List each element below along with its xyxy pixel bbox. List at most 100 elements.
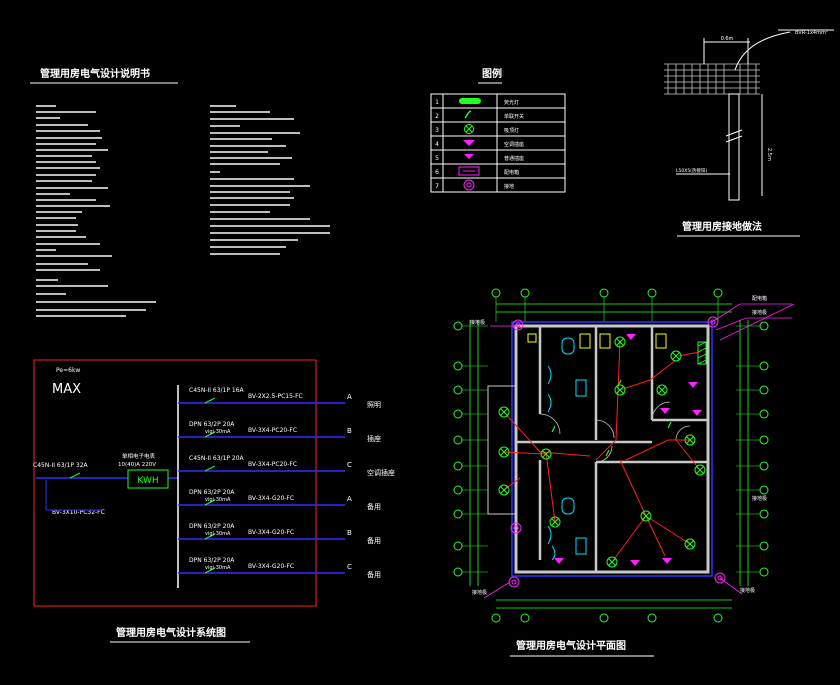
plan-title: 管理用房电气设计平面图 xyxy=(516,639,626,652)
sanitary-fixtures xyxy=(547,337,587,561)
notes-text-block xyxy=(36,105,330,317)
ground-ring xyxy=(511,321,713,577)
branch-use: 空调插座 xyxy=(367,468,395,477)
axis-bubble xyxy=(491,613,501,623)
note-line xyxy=(36,180,92,182)
system-frame xyxy=(33,359,317,607)
branch-rcd: vigi-30mA xyxy=(205,565,231,571)
breaker-contact xyxy=(204,533,216,540)
lamp-cross xyxy=(696,466,704,474)
axis-bubble xyxy=(453,361,463,371)
branch-use: 备用 xyxy=(367,502,381,511)
note-line xyxy=(210,191,290,193)
note-line xyxy=(210,163,280,165)
note-line xyxy=(36,279,58,281)
note-line xyxy=(36,143,96,145)
note-line xyxy=(210,246,286,248)
branch-cable: BV-3X4-G20-FC xyxy=(248,495,294,502)
note-line xyxy=(210,138,272,140)
ceiling-lamp-icon xyxy=(549,516,561,528)
axis-bubble xyxy=(453,385,463,395)
axis-bubble xyxy=(759,509,769,519)
ground-point-icon xyxy=(512,319,524,331)
lamp-cross xyxy=(500,408,508,416)
note-line xyxy=(210,225,330,227)
lamp-cross xyxy=(672,352,680,360)
design-notes: 管理用房电气设计说明书 xyxy=(30,67,330,317)
grounding-detail: 0.6m BVR-1x4mm² 2.5m L50X5(热镀锌) 管理用房接地做法 xyxy=(664,29,834,237)
axis-bubble xyxy=(491,288,501,298)
axis-bubble xyxy=(759,361,769,371)
legend-row-number: 3 xyxy=(435,127,439,134)
axis-bubble xyxy=(759,385,769,395)
note-line xyxy=(36,105,56,107)
note-line xyxy=(36,187,108,189)
branch-use: 备用 xyxy=(367,570,381,579)
breaker-contact xyxy=(204,499,216,506)
ceiling-lamp-icon xyxy=(606,556,618,568)
axis-bubble xyxy=(759,567,769,577)
note-line xyxy=(36,301,156,303)
note-line xyxy=(36,230,76,232)
note-line xyxy=(210,171,220,173)
ground-point-icon xyxy=(508,576,520,588)
note-line xyxy=(36,269,100,271)
ceiling-lamp-icon xyxy=(670,350,682,362)
axis-bubble xyxy=(453,321,463,331)
branch-breaker: C45N-II 63/1P 20A xyxy=(189,455,245,462)
note-line xyxy=(210,132,300,134)
meter-note-1: 单相电子电表 xyxy=(122,452,156,460)
lamp-cross xyxy=(686,436,694,444)
legend-row-text: 接地 xyxy=(504,183,514,190)
note-line xyxy=(210,239,298,241)
note-line xyxy=(36,243,100,245)
axis-bubble xyxy=(453,409,463,419)
plan-callout: 配电箱 xyxy=(752,295,767,302)
branch-cable: BV-3X4-G20-FC xyxy=(248,529,294,536)
fluorescent-lamp-icon xyxy=(459,98,481,104)
ground-point-core xyxy=(710,319,716,325)
ground-point-icon xyxy=(510,522,522,534)
note-line xyxy=(210,218,310,220)
note-line xyxy=(36,309,146,311)
ground-electrode xyxy=(728,93,740,201)
note-line xyxy=(36,217,76,219)
branch-breaker: C45N-II 63/1P 16A xyxy=(189,387,245,394)
dim-side-label: 2.5m xyxy=(766,148,772,161)
ceiling-lamps xyxy=(498,336,706,568)
axis-bubble xyxy=(759,409,769,419)
switches xyxy=(551,379,672,457)
lamp-cross xyxy=(658,386,666,394)
note-line xyxy=(210,111,270,113)
note-line xyxy=(210,157,292,159)
plan-callout: 接地极 xyxy=(472,589,487,596)
ceiling-lamp-icon xyxy=(684,538,696,550)
branch-breaker: DPN 63/2P 20A xyxy=(189,557,235,564)
lamp-cross xyxy=(616,338,624,346)
legend-row-number: 5 xyxy=(435,155,439,162)
axis-bubble xyxy=(599,613,609,623)
switch-icon xyxy=(464,110,472,119)
ceiling-lamp-icon xyxy=(498,446,510,458)
breaker-contact xyxy=(204,465,216,472)
branch-use: 插座 xyxy=(367,434,381,443)
branch-phase: C xyxy=(347,563,352,571)
kwh-meter xyxy=(127,469,169,489)
legend-title: 图例 xyxy=(482,67,502,80)
ground-point-core xyxy=(513,525,519,531)
lamp-cross xyxy=(500,448,508,456)
note-line xyxy=(36,161,96,163)
ceiling-lamp-icon xyxy=(656,384,668,396)
plan-callout: 接地极 xyxy=(752,495,767,502)
legend-row-text: 空调插座 xyxy=(504,141,524,148)
lamp-cross xyxy=(686,540,694,548)
note-line xyxy=(36,263,88,265)
note-line xyxy=(36,249,56,251)
note-line xyxy=(36,111,96,113)
steel-label: L50X5(热镀锌) xyxy=(676,167,707,174)
branch-cable: BV-3X4-PC20-FC xyxy=(248,461,297,468)
note-line xyxy=(210,232,330,234)
legend-row-number: 7 xyxy=(435,183,439,190)
